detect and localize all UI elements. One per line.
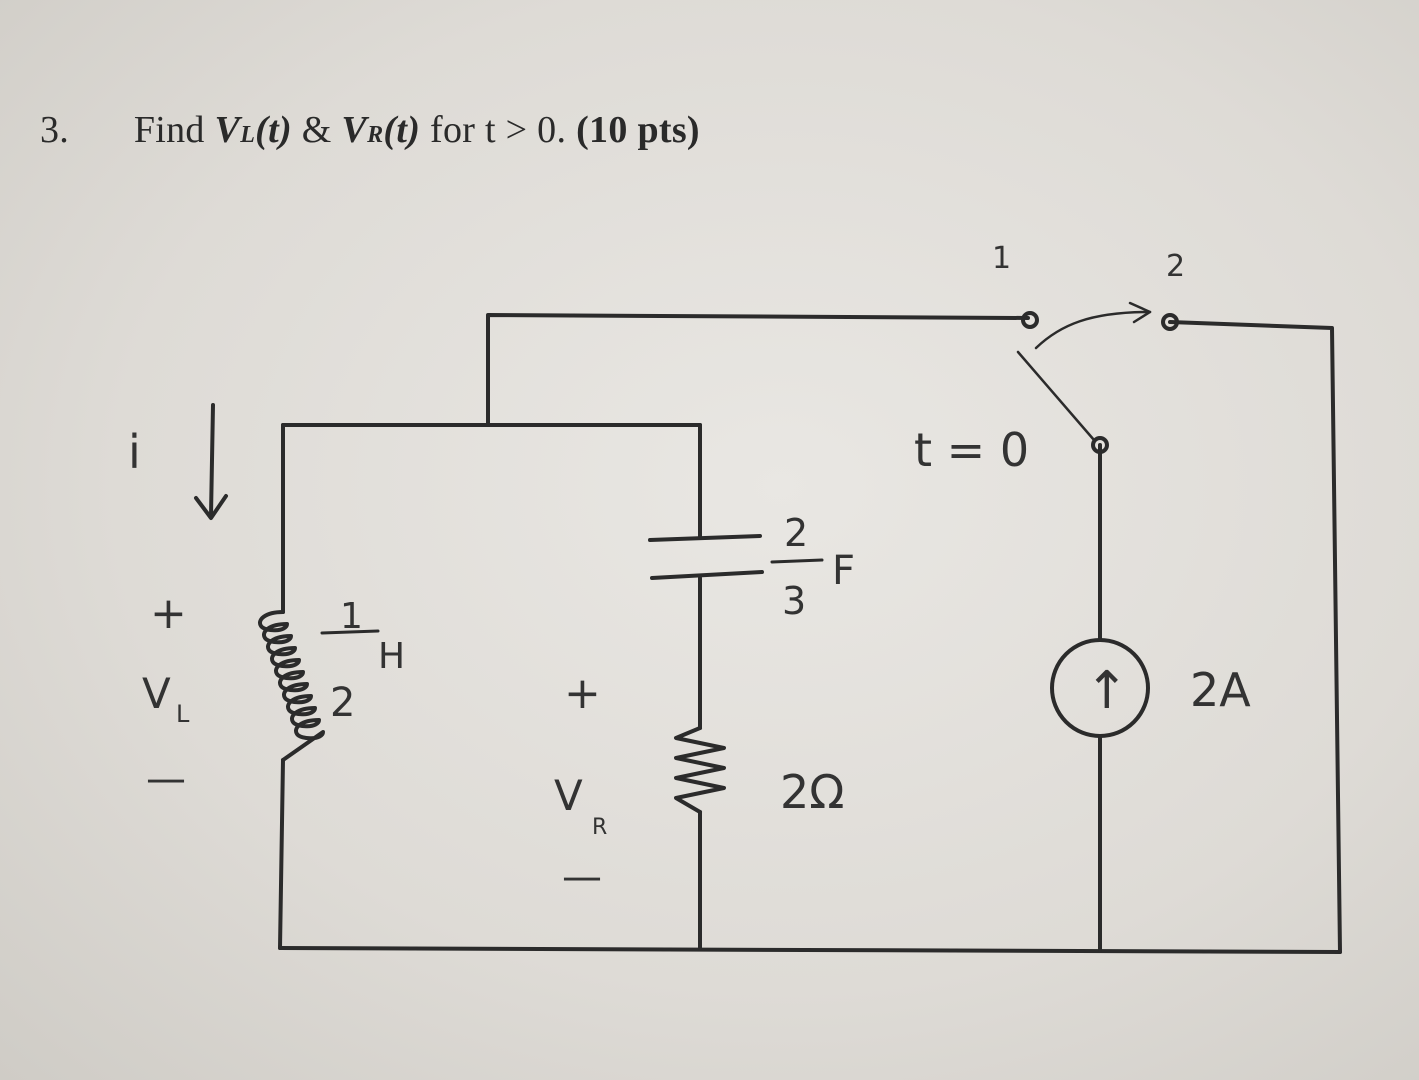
capacitor-numerator: 2 (784, 511, 808, 555)
vr-label: V (554, 771, 583, 820)
problem-number: 3. (40, 109, 70, 151)
vl-label: V (142, 669, 171, 718)
vr-plus: + (564, 668, 601, 719)
inductor-unit: H (378, 636, 405, 677)
switch-contact-2 (1161, 313, 1179, 331)
inductor-coil (258, 610, 325, 762)
switch-contact-1 (1021, 311, 1039, 329)
switch-position-2: 2 (1166, 249, 1185, 284)
inductor-numerator: 1 (340, 596, 363, 637)
resistor-value: 2Ω (780, 765, 844, 819)
source-arrow-icon: ↑ (1085, 661, 1129, 721)
vl-subscript: L (240, 122, 256, 148)
left-wire-lower (278, 758, 285, 950)
vr-minus: — (562, 854, 602, 900)
inductor-fraction-bar (320, 629, 380, 635)
capacitor-plate-bottom (650, 570, 764, 580)
capacitor-denominator: 3 (782, 579, 806, 623)
problem-find: Find (133, 109, 205, 151)
current-label: i (128, 425, 141, 479)
source-value: 2A (1190, 663, 1251, 717)
vr-arg: (t) (383, 109, 421, 151)
switch-contact-common (1091, 436, 1109, 454)
current-source-circle (1050, 638, 1150, 738)
vl-plus: + (150, 588, 187, 639)
top-wire (486, 313, 1030, 427)
resistor-zigzag (674, 726, 726, 814)
bottom-wire (278, 946, 1342, 954)
vl-subscript-label: L (176, 700, 190, 728)
vl-arg: (t) (255, 109, 292, 151)
switch-position-1: 1 (992, 241, 1011, 276)
switch-blade (1016, 350, 1096, 442)
switch-arrowhead (1128, 301, 1152, 324)
vr-subscript: R (367, 122, 384, 148)
vr-symbol: V (341, 109, 368, 151)
capacitor-unit: F (832, 548, 855, 594)
points-text: (10 pts) (576, 109, 700, 151)
capacitor-fraction-bar (770, 558, 824, 564)
switch-time-label: t = 0 (914, 423, 1029, 477)
problem-statement: 3. Find VL(t) & VR(t) for t > 0. (10 pts… (40, 108, 700, 152)
ampersand: & (301, 109, 332, 151)
vl-minus: — (146, 756, 186, 802)
condition-text: for t > 0. (429, 109, 567, 151)
switch-motion-arrow (1034, 310, 1152, 350)
capacitor-plate-top (648, 534, 762, 542)
vl-symbol: V (214, 109, 241, 151)
current-arrow-head (194, 494, 228, 520)
vr-subscript-label: R (592, 815, 607, 840)
far-right-wire (1168, 320, 1342, 954)
inductor-denominator: 2 (330, 680, 355, 726)
current-arrow-shaft (209, 403, 215, 517)
